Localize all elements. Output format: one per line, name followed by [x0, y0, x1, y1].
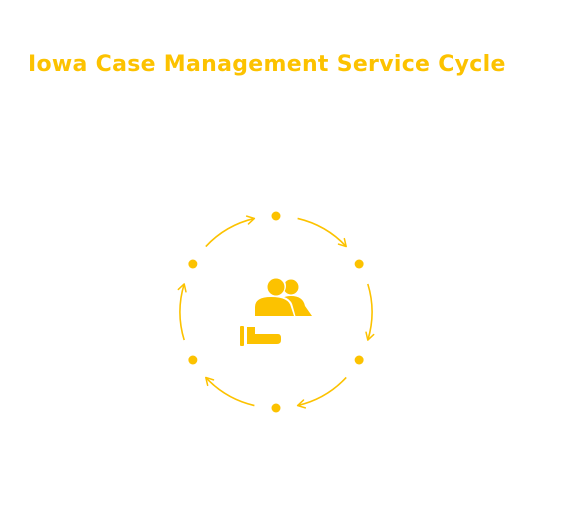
cycle-arrow: [365, 283, 375, 341]
cycle-arrow: [205, 376, 255, 407]
cycle-stage-node: [271, 403, 281, 413]
cycle-stage-node: [354, 259, 364, 269]
cycle-arrow: [177, 283, 187, 341]
cycle-stage-node: [188, 355, 198, 365]
cycle-arrow: [297, 217, 347, 248]
cycle-arrows: [177, 215, 375, 409]
cycle-arrow: [296, 376, 347, 409]
cycle-stage-node: [354, 355, 364, 365]
page-title: Iowa Case Management Service Cycle: [28, 52, 506, 77]
cycle-stage-nodes: [188, 211, 364, 413]
cycle-stage-node: [271, 211, 281, 221]
people-group-icon: [252, 276, 312, 318]
cycle-stage-node: [188, 259, 198, 269]
hand-holding-icon: [240, 326, 281, 346]
cycle-arrow: [205, 215, 256, 248]
